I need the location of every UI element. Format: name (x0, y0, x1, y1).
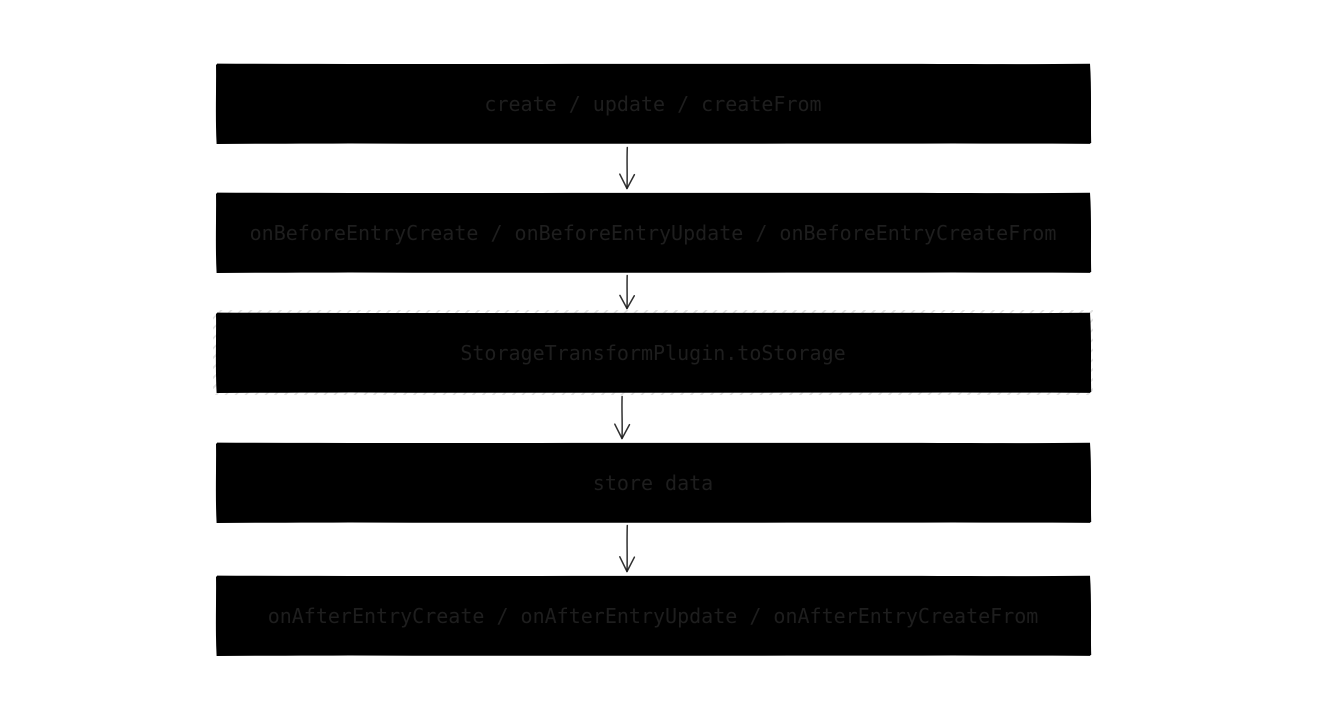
flow-arrow-down (614, 395, 631, 440)
flow-node-on-after-hooks: onAfterEntryCreate / onAfterEntryUpdate … (213, 573, 1093, 658)
flow-node-label: create / update / createFrom (484, 91, 822, 116)
flow-node-label: onAfterEntryCreate / onAfterEntryUpdate … (267, 603, 1039, 628)
flow-node-create-update-createfrom: create / update / createFrom (213, 61, 1093, 146)
flow-node-on-before-hooks: onBeforeEntryCreate / onBeforeEntryUpdat… (213, 190, 1093, 275)
flow-arrow-down (619, 524, 636, 573)
flow-node-label: onBeforeEntryCreate / onBeforeEntryUpdat… (249, 220, 1057, 245)
flow-arrow-down (619, 274, 636, 310)
flow-node-storage-transform-to-storage: StorageTransformPlugin.toStorage (213, 310, 1093, 395)
flow-node-store-data: store data (213, 440, 1093, 525)
flow-node-label: store data (592, 470, 714, 495)
flow-arrow-down (619, 146, 636, 190)
flow-node-label: StorageTransformPlugin.toStorage (460, 340, 846, 365)
